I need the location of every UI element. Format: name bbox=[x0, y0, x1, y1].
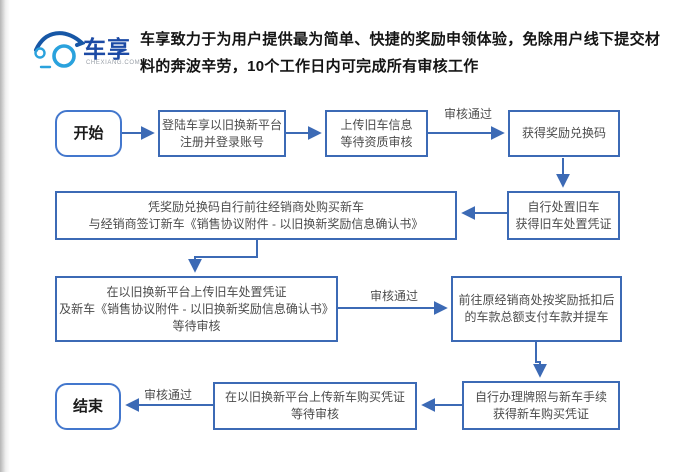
flow-node-upload-old-car: 上传旧车信息 等待资质审核 bbox=[325, 110, 428, 157]
node-label: 开始 bbox=[73, 125, 104, 142]
node-line: 上传旧车信息 bbox=[340, 117, 413, 132]
node-line: 注册并登录账号 bbox=[179, 134, 264, 149]
node-line: 等待审核 bbox=[290, 407, 339, 421]
brand-text: 车享 bbox=[83, 36, 131, 62]
node-line: 的车款总额支付车款并提车 bbox=[464, 310, 609, 324]
connector-arrow-pay-license bbox=[533, 342, 547, 378]
node-line: 在以旧换新平台上传旧车处置凭证 bbox=[106, 284, 287, 299]
tagline: 车享致力于为用户提供最为简单、快捷的奖励申领体验，免除用户线下提交材 料的奔波辛… bbox=[140, 26, 668, 80]
edge-label-audit-pass-3: 审核通过 bbox=[143, 388, 192, 402]
node-line: 凭奖励兑换码自行前往经销商处购买新车 bbox=[147, 199, 364, 214]
flow-node-get-reward-code: 获得奖励兑换码 bbox=[508, 110, 620, 157]
flow-node-pay-and-pickup: 前往原经销商处按奖励抵扣后 的车款总额支付车款并提车 bbox=[451, 276, 622, 342]
flow-node-license-procedures: 自行办理牌照与新车手续 获得新车购买凭证 bbox=[462, 381, 620, 430]
flow-node-start: 开始 bbox=[55, 110, 122, 157]
node-line: 在以旧换新平台上传新车购买凭证 bbox=[224, 390, 405, 404]
node-line: 等待审核 bbox=[172, 318, 221, 333]
tagline-line-1: 车享致力于为用户提供最为简单、快捷的奖励申领体验，免除用户线下提交材 bbox=[140, 31, 661, 48]
car-logo-icon bbox=[34, 31, 86, 69]
connector-arrow-buynew-uploadvoucher bbox=[188, 240, 258, 273]
brand-domain-text: CHEXIANG.COM bbox=[86, 60, 141, 66]
node-line: 自行办理牌照与新车手续 bbox=[474, 389, 607, 404]
flow-node-dispose-old-car: 自行处置旧车 获得旧车处置凭证 bbox=[507, 191, 620, 240]
node-line: 登陆车享以旧换新平台 bbox=[161, 117, 282, 132]
node-line: 及新车《销售协议附件 - 以旧换新奖励信息确认书》 bbox=[59, 301, 334, 316]
node-line: 获得旧车处置凭证 bbox=[515, 216, 612, 231]
flow-node-register: 登陆车享以旧换新平台 注册并登录账号 bbox=[158, 110, 286, 157]
node-label: 结束 bbox=[72, 398, 103, 415]
logo: 车享 CHEXIANG.COM bbox=[33, 22, 141, 82]
node-line: 与经销商签订新车《销售协议附件 - 以旧换新奖励信息确认书》 bbox=[88, 216, 424, 231]
node-line: 获得新车购买凭证 bbox=[492, 406, 589, 421]
node-line: 前往原经销商处按奖励抵扣后 bbox=[458, 293, 615, 307]
node-line: 等待资质审核 bbox=[340, 134, 413, 149]
flow-node-buy-new-car: 凭奖励兑换码自行前往经销商处购买新车 与经销商签订新车《销售协议附件 - 以旧换… bbox=[55, 191, 457, 240]
edge-label-audit-pass-2: 审核通过 bbox=[369, 289, 418, 303]
edge-label-audit-pass-1: 审核通过 bbox=[443, 107, 492, 121]
node-line: 自行处置旧车 bbox=[527, 199, 600, 214]
flow-node-end: 结束 bbox=[55, 383, 121, 430]
tagline-line-2: 料的奔波辛劳，10个工作日内可完成所有审核工作 bbox=[140, 58, 479, 75]
node-line: 获得奖励兑换码 bbox=[521, 126, 606, 140]
flow-node-upload-disposal-voucher: 在以旧换新平台上传旧车处置凭证 及新车《销售协议附件 - 以旧换新奖励信息确认书… bbox=[55, 276, 338, 342]
left-edge-shadow bbox=[0, 0, 10, 472]
flow-node-upload-purchase-voucher: 在以旧换新平台上传新车购买凭证 等待审核 bbox=[213, 382, 417, 430]
